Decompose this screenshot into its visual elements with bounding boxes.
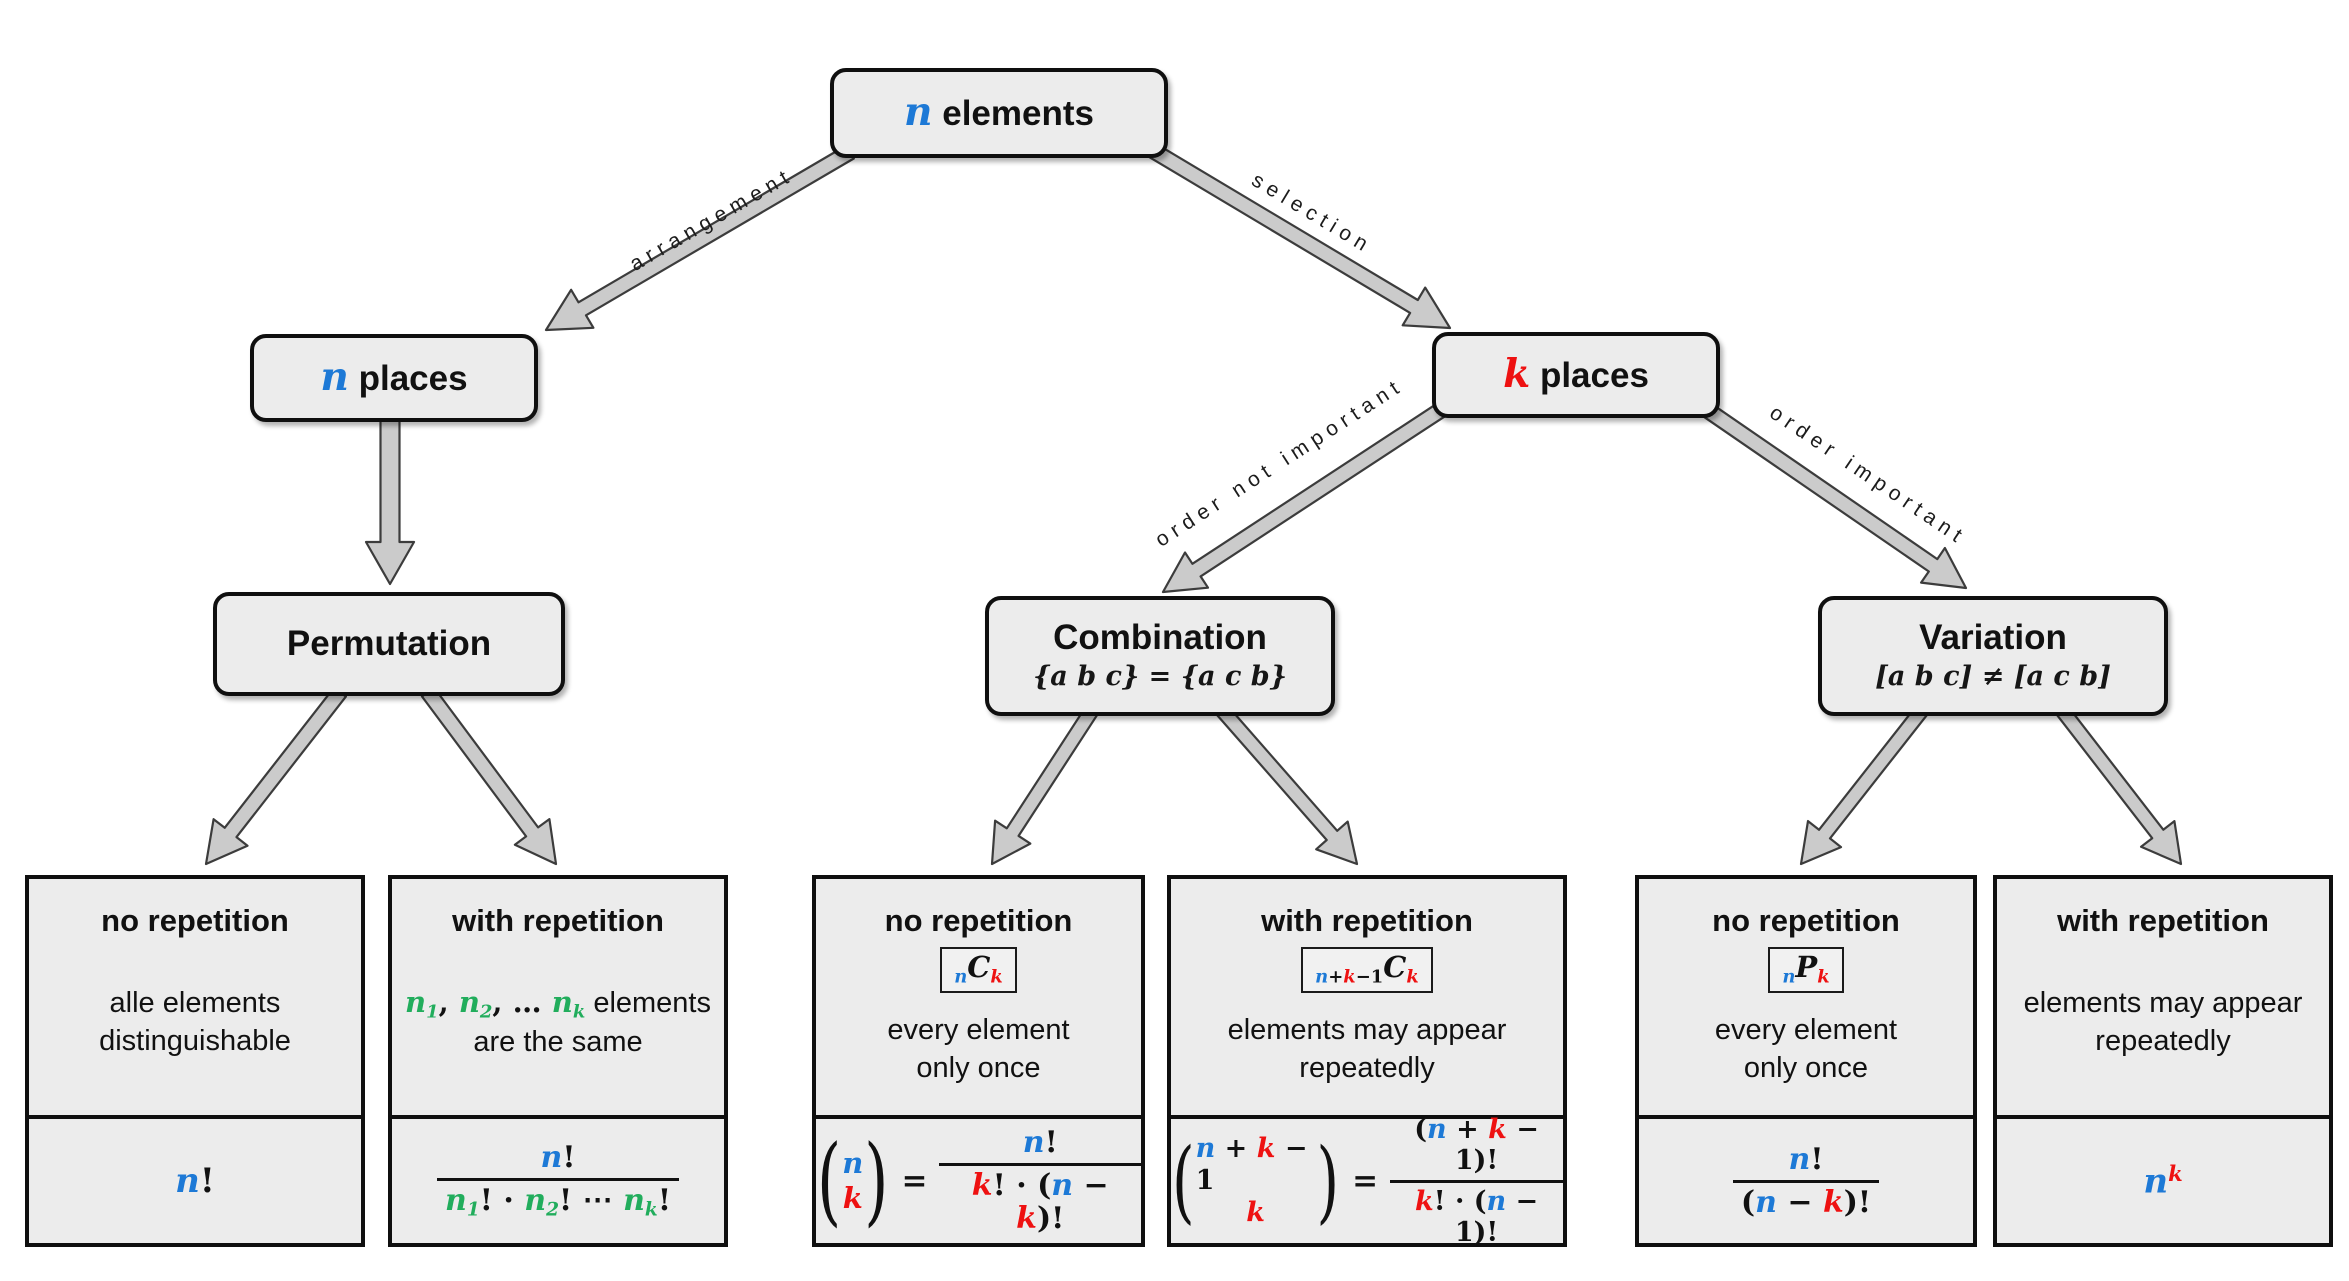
node-combination: Combination {a b c} = {a c b} [985, 596, 1335, 716]
node-title: Permutation [286, 623, 492, 663]
node-title: Variation [1919, 618, 2067, 658]
right-paren: ) [1316, 1128, 1340, 1234]
notation-badge-n+k-1Ck: n+k−1Ck [1301, 947, 1433, 993]
node-subtitle: {a b c} = {a c b} [1032, 660, 1288, 692]
block-arrow [1799, 704, 1929, 866]
block-arrow [1215, 704, 1359, 866]
block-arrow [420, 686, 558, 866]
block-arrow [204, 686, 347, 866]
left-paren: ( [817, 1123, 842, 1237]
right-paren: ) [864, 1123, 889, 1237]
node-title: n elements [904, 89, 1094, 136]
notation-badge-nCk: nCk [940, 947, 1017, 993]
leaf-title: no repetition [101, 903, 289, 938]
notation-badge-nPk: nPk [1768, 947, 1844, 993]
leaf-combination-with-repetition: with repetition n+k−1Ck elements may app… [1167, 875, 1567, 1247]
equals-sign: = [1352, 1163, 1379, 1199]
leaf-title: no repetition [1712, 903, 1900, 938]
leaf-formula: n!n1! · n2! ⋯ nk! [392, 1115, 724, 1243]
equals-sign: = [901, 1163, 928, 1199]
block-arrow [1161, 398, 1453, 594]
node-permutation: Permutation [213, 592, 565, 696]
left-paren: ( [1172, 1128, 1195, 1234]
node-subtitle: [a b c] ≠ [a c b] [1875, 660, 2111, 692]
node-n-elements: n elements [830, 68, 1168, 158]
block-arrow [2055, 704, 2183, 866]
node-title: Combination [1053, 618, 1267, 658]
leaf-title: no repetition [884, 903, 1073, 938]
block-arrow [364, 414, 416, 586]
leaf-formula: n! [29, 1115, 361, 1243]
leaf-title: with repetition [1261, 903, 1473, 938]
block-arrow [1147, 142, 1452, 330]
node-title: n places [320, 354, 468, 401]
leaf-formula: n!(n − k)! [1639, 1115, 1973, 1243]
leaf-title: with repetition [452, 903, 664, 938]
block-arrow [544, 144, 855, 332]
node-variation: Variation [a b c] ≠ [a c b] [1818, 596, 2168, 716]
block-arrow [1694, 397, 1968, 590]
node-n-places: n places [250, 334, 538, 422]
leaf-title: with repetition [2057, 903, 2269, 938]
node-title: k places [1503, 351, 1649, 398]
leaf-formula: nk [1997, 1115, 2329, 1243]
node-k-places: k places [1432, 332, 1720, 418]
block-arrow [990, 705, 1099, 866]
